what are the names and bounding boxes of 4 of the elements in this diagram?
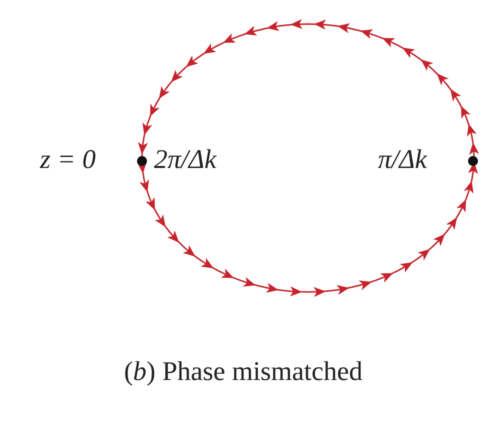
math-label: z = 0 — [40, 146, 96, 173]
figure-caption: (b) Phase mismatched — [124, 358, 362, 385]
math-label: π/Δk — [378, 146, 427, 173]
math-label: 2π/Δk — [154, 146, 216, 173]
